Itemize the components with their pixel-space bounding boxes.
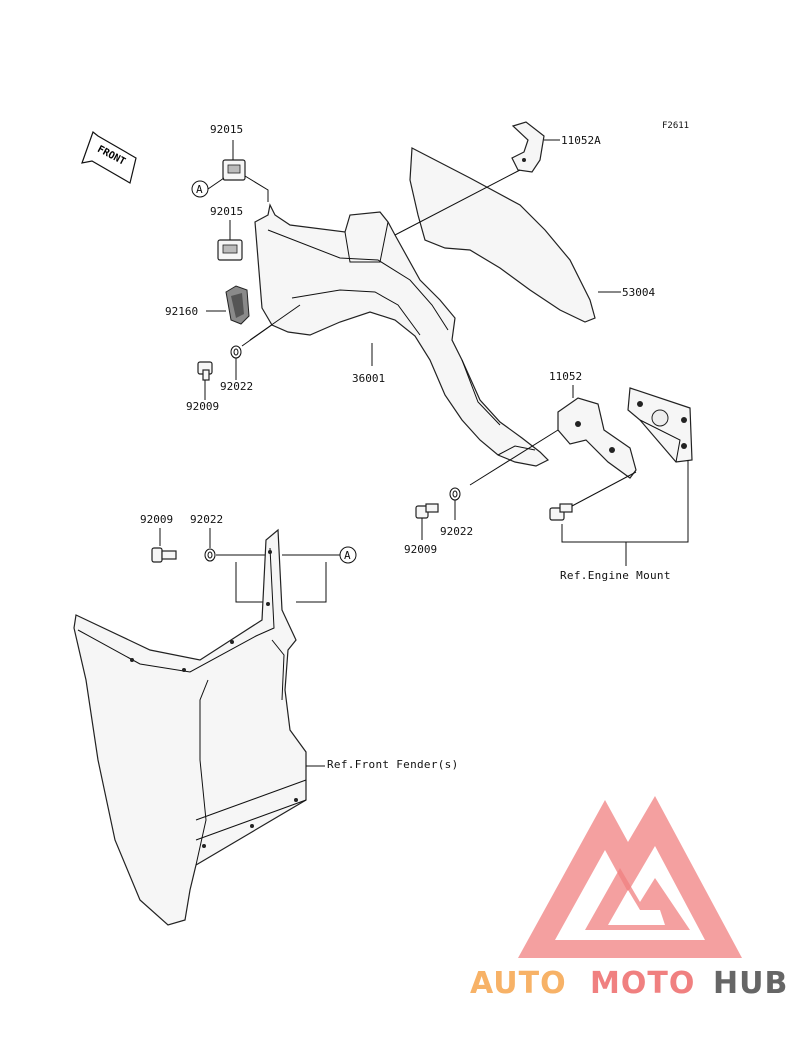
engine-mount-plate — [627, 387, 693, 463]
bracket-11052A — [394, 121, 560, 236]
ref-front-fender: Ref.Front Fender(s) — [327, 758, 459, 771]
label-92009-mid: 92009 — [404, 543, 437, 556]
svg-text:A: A — [196, 183, 203, 196]
label-92160: 92160 — [165, 305, 198, 318]
grommet-92160 — [206, 285, 250, 325]
label-92009-top: 92009 — [186, 400, 219, 413]
bolt-92009-mid — [415, 503, 439, 540]
bolt-92009-bot — [151, 528, 177, 563]
label-92015-mid: 92015 — [210, 205, 243, 218]
label-11052: 11052 — [549, 370, 582, 383]
logo-moto: MOTO — [590, 966, 695, 1001]
label-92022-bot: 92022 — [190, 513, 223, 526]
label-53004: 53004 — [622, 286, 655, 299]
clip-92015-mid — [217, 220, 243, 261]
callout-a-top: A — [191, 175, 269, 202]
label-92009-bot: 92009 — [140, 513, 173, 526]
logo-hub: HUB — [713, 966, 788, 1001]
logo-auto: AUTO — [470, 966, 567, 1001]
automotohub-logo: AUTO MOTO HUB — [470, 796, 788, 1001]
callout-a-bottom: A — [235, 546, 357, 603]
label-11052A: 11052A — [561, 134, 601, 147]
label-92022-mid: 92022 — [440, 525, 473, 538]
washer-92022-bot — [204, 528, 268, 562]
label-36001: 36001 — [352, 372, 385, 385]
svg-text:A: A — [344, 549, 351, 562]
bolt-engine-mount — [549, 471, 637, 521]
panel-53004 — [409, 147, 621, 323]
front-fender — [73, 528, 325, 926]
label-92022-top: 92022 — [220, 380, 253, 393]
washer-92022-mid — [449, 487, 461, 520]
side-cover-36001 — [249, 203, 550, 467]
ref-engine-mount: Ref.Engine Mount — [560, 569, 671, 582]
bolt-92009-top — [197, 361, 213, 400]
clip-92015-top — [222, 140, 246, 181]
engine-mount-bracket-line — [561, 460, 689, 543]
label-92015-top: 92015 — [210, 123, 243, 136]
figure-id: F2611 — [662, 121, 689, 131]
front-arrow-icon: FRONT — [81, 131, 137, 184]
